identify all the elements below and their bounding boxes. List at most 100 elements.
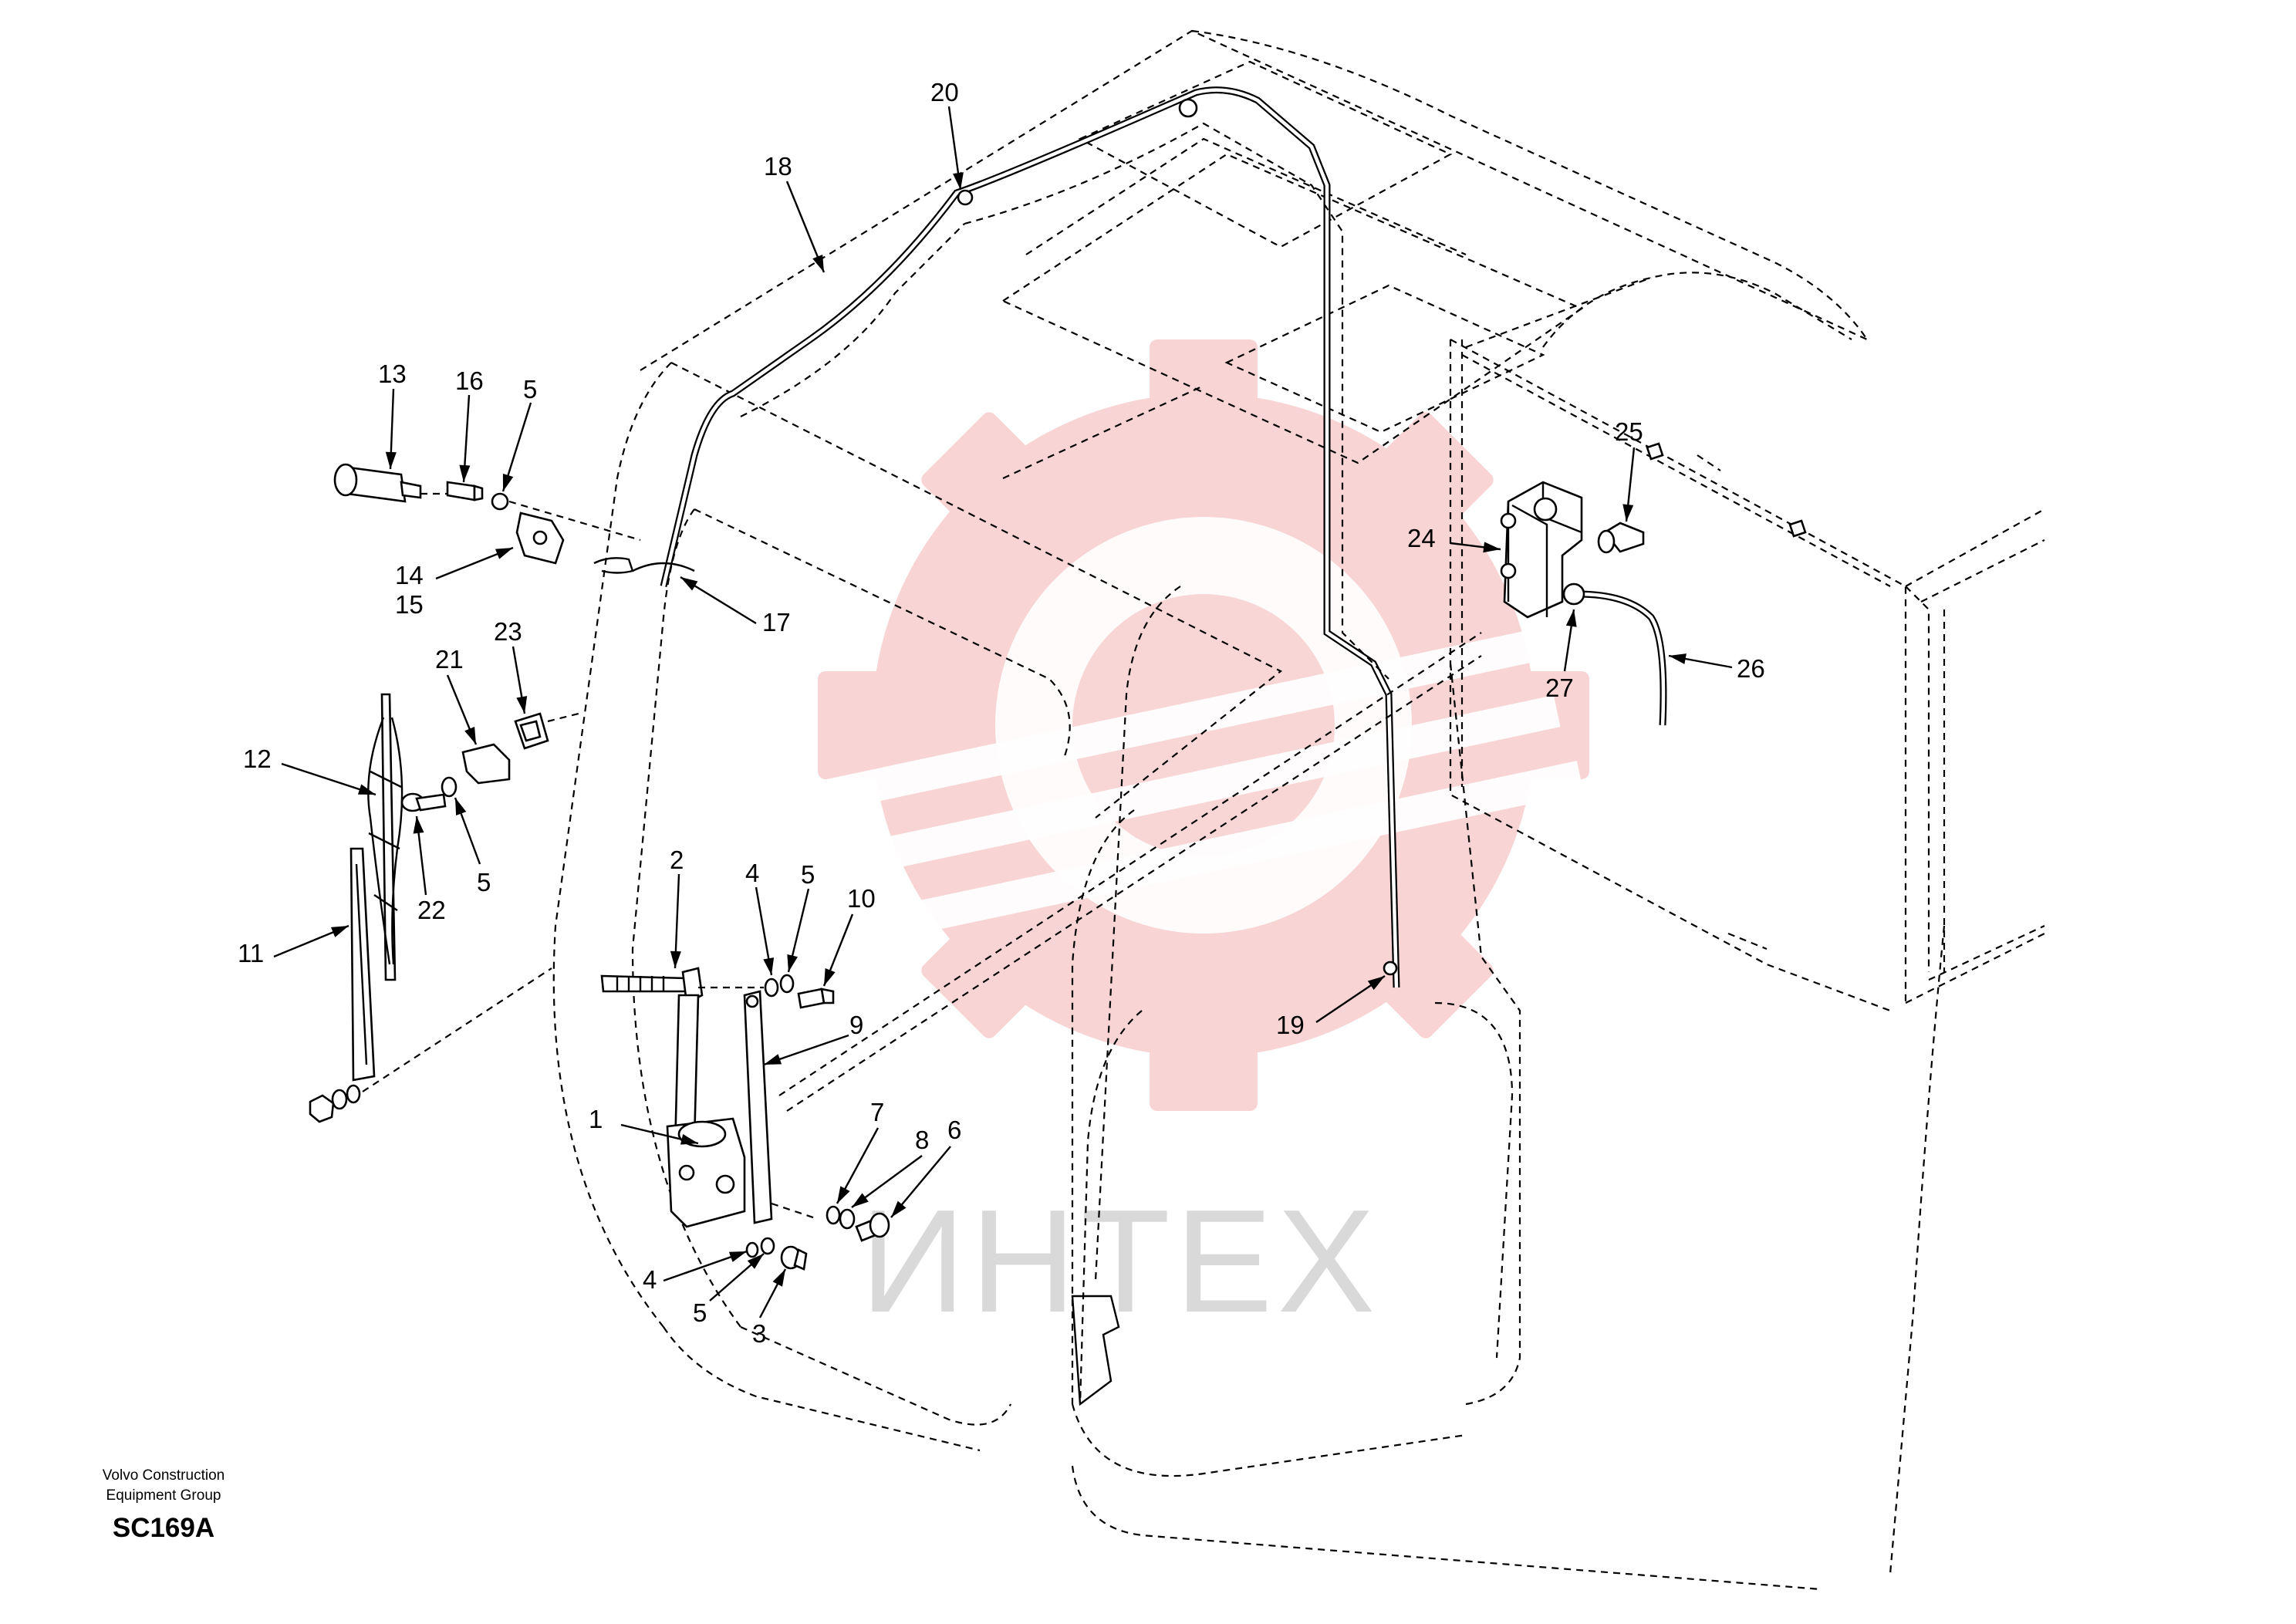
callout-6: 6 [947,1116,961,1144]
callout-15: 15 [395,590,424,619]
callout-14: 14 [395,561,424,589]
callout-20: 20 [930,78,959,106]
leader-arrowhead-20 [953,172,964,190]
washer-8 [839,1208,856,1230]
bolt-6 [855,1212,890,1242]
washer-5-lower [760,1237,775,1255]
nozzle-21 [461,743,511,785]
leader-arrowhead-25 [1622,504,1634,522]
bolt-25 [1597,522,1645,554]
callout-27: 27 [1545,674,1574,702]
wiper-motor-1 [666,994,746,1228]
callout-17: 17 [762,608,791,636]
callout-23: 23 [494,617,522,646]
callout-21: 21 [435,645,464,674]
callout-5-upper: 5 [801,860,815,889]
cab-outline [552,29,2045,1591]
callout-5-mid: 5 [477,868,491,896]
washer-7 [826,1205,841,1225]
callout-8: 8 [915,1126,929,1154]
leader-arrowhead-13 [385,451,397,469]
bolt-22 [400,792,447,812]
leader-arrowhead-2 [670,950,681,968]
leader-arrowhead-18 [812,254,824,272]
leader-arrowhead-17 [680,577,698,591]
watermark-text: ИНТЕХ [860,1180,1379,1343]
callout-10: 10 [847,884,876,913]
bolt-10 [797,988,835,1009]
callout-9: 9 [849,1011,863,1039]
washer-hose-routing [632,86,1482,1112]
callout-4-upper: 4 [745,859,759,887]
callout-18: 18 [764,152,792,181]
leader-arrowhead-1 [680,1134,698,1145]
callout-12: 12 [243,744,272,773]
bracket-14-15 [515,512,565,565]
callout-7: 7 [870,1098,884,1126]
callout-19: 19 [1276,1011,1305,1039]
washer-4-lower [745,1241,759,1258]
leader-arrowhead-7 [837,1186,850,1204]
washer-5-upper [779,974,795,994]
wiper-blade-12 [367,693,403,981]
leader-arrowhead-5-top [502,473,514,491]
watermark-logo: ИНТЕХ [700,339,1589,1343]
leader-arrowhead-11 [330,926,349,937]
washer-5-mid [441,776,458,798]
leader-arrowhead-8 [852,1193,869,1207]
leader-arrowhead-27 [1565,609,1577,627]
leader-arrowhead-5-mid [455,798,467,816]
callout-5-lower: 5 [693,1298,707,1327]
wiper-cap-13 [333,463,422,503]
washer-4-upper [764,977,779,998]
nut-washer [309,1084,361,1123]
clip-rear [1646,442,1664,461]
leader-arrowhead-23 [516,696,528,714]
callout-16: 16 [455,366,484,395]
callout-25: 25 [1615,417,1643,446]
leader-arrowhead-12 [357,784,376,795]
leader-arrowhead-24 [1483,542,1501,553]
hose-26 [1577,590,1667,726]
leader-lines [273,106,1733,1318]
leader-arrowhead-3 [772,1269,785,1287]
leader-arrowhead-4-upper [763,957,775,975]
callout-1: 1 [589,1105,603,1133]
wiper-arm-11 [349,847,376,1082]
leader-arrowhead-9 [764,1054,782,1065]
wiper-link-9 [743,990,773,1224]
fitting-27 [1562,582,1585,606]
drawing-code: SC169A [113,1513,214,1543]
leader-arrowhead-16 [459,464,471,482]
clip-rear-2 [1788,519,1807,538]
bolt-3 [780,1245,808,1271]
leader-arrowhead-26 [1669,653,1687,664]
callout-11: 11 [238,939,264,967]
callout-24: 24 [1407,524,1436,552]
callout-labels: 1 2 3 4 4 5 5 5 5 6 7 8 9 10 11 12 13 14… [238,78,1765,1348]
leader-arrowhead-22 [413,816,424,834]
bolt-16 [446,481,484,501]
leader-arrowhead-6 [891,1200,907,1217]
leader-arrowhead-5-lower [747,1254,764,1269]
callout-2: 2 [670,846,684,874]
callout-13: 13 [378,360,407,388]
callout-26: 26 [1737,654,1765,683]
leader-arrowhead-19 [1367,976,1385,991]
leader-arrowhead-5-upper [787,954,798,972]
footer: Volvo Construction Equipment Group SC169… [103,1467,225,1543]
leader-arrowhead-10 [824,967,836,986]
company-name-line2: Equipment Group [106,1487,221,1504]
company-name-line1: Volvo Construction [103,1467,225,1484]
washer-reservoir-24 [1500,481,1583,619]
leader-arrowhead-21 [464,726,476,744]
leader-arrowhead-14 [495,548,513,559]
wiper-shaft-2 [600,967,704,1004]
leader-arrowhead-4-lower [728,1251,747,1262]
washer-5-top [491,492,509,511]
clip-23 [514,712,549,750]
callout-5-top: 5 [523,375,537,403]
callout-22: 22 [417,896,446,924]
